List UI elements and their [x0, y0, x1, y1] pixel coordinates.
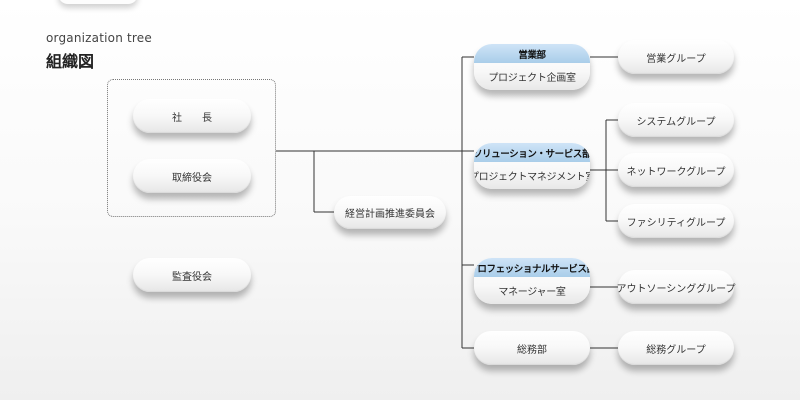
group-general-affairs-label: 総務グループ — [646, 344, 706, 356]
node-president[interactable]: 社 長 — [133, 99, 251, 133]
group-system-label: システムグループ — [636, 116, 716, 128]
executive-group-box — [107, 79, 276, 217]
group-sales[interactable]: 営業グループ — [618, 40, 734, 74]
dept-solution[interactable]: ソリューション・サービス部 プロジェクトマネジメント室 — [474, 143, 590, 189]
group-system[interactable]: システムグループ — [618, 103, 734, 137]
group-network[interactable]: ネットワークグループ — [618, 153, 734, 187]
dept-professional-name: プロフェッショナルサービス部 — [474, 258, 590, 277]
group-general-affairs[interactable]: 総務グループ — [618, 331, 734, 365]
dept-solution-office: プロジェクトマネジメント室 — [474, 172, 590, 183]
node-committee-label: 経営計画推進委員会 — [345, 209, 435, 220]
dept-solution-name: ソリューション・サービス部 — [474, 143, 590, 162]
group-outsourcing[interactable]: アウトソーシンググループ — [616, 270, 736, 304]
page-title: 組織図 — [46, 52, 95, 71]
dept-sales[interactable]: 営業部 プロジェクト企画室 — [474, 44, 590, 90]
group-facility[interactable]: ファシリティグループ — [618, 204, 734, 238]
dept-professional[interactable]: プロフェッショナルサービス部 マネージャー室 — [474, 258, 590, 304]
node-president-label: 社 長 — [172, 112, 212, 124]
node-auditors-label: 監査役会 — [172, 271, 212, 283]
page-subtitle: organization tree — [46, 31, 152, 45]
top-tab — [58, 0, 138, 4]
group-outsourcing-label: アウトソーシンググループ — [616, 283, 736, 295]
dept-sales-office: プロジェクト企画室 — [488, 73, 576, 84]
node-auditors[interactable]: 監査役会 — [133, 258, 251, 292]
dept-general-affairs-name: 総務部 — [517, 344, 547, 356]
dept-sales-name: 営業部 — [474, 44, 590, 63]
node-committee[interactable]: 経営計画推進委員会 — [334, 196, 446, 229]
dept-general-affairs[interactable]: 総務部 — [474, 331, 590, 365]
group-sales-label: 営業グループ — [646, 53, 706, 65]
group-network-label: ネットワークグループ — [626, 166, 726, 178]
dept-professional-office: マネージャー室 — [498, 287, 566, 298]
node-board-label: 取締役会 — [172, 172, 212, 184]
node-board[interactable]: 取締役会 — [133, 159, 251, 193]
group-facility-label: ファシリティグループ — [626, 217, 726, 229]
